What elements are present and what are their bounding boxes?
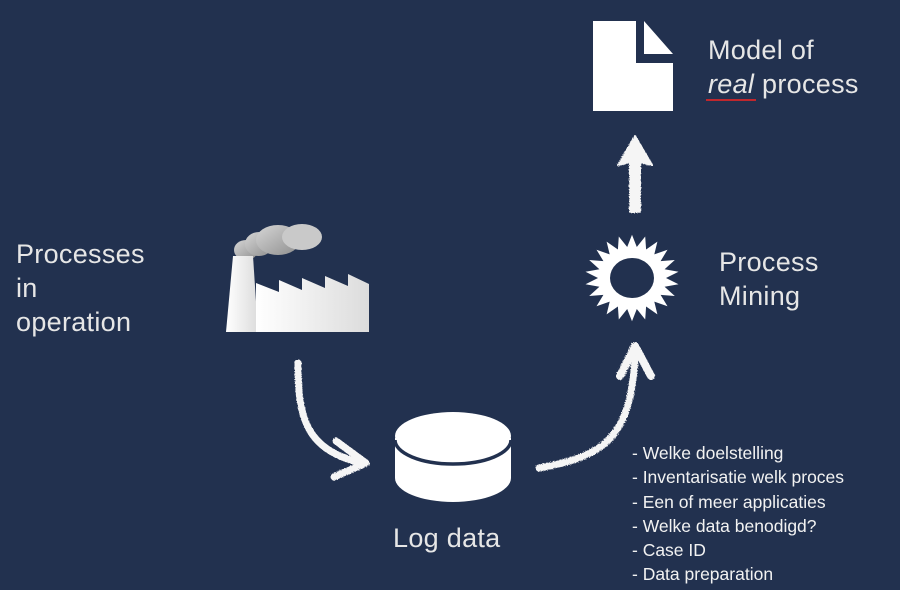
processes-label-line: operation: [16, 307, 132, 337]
database-icon: [393, 412, 513, 502]
model-label-line2: real process: [708, 67, 859, 101]
processes-label-line: in: [16, 273, 38, 303]
model-label-rest: process: [754, 69, 859, 99]
processes-label: Processes in operation: [16, 237, 145, 339]
factory-building: [256, 274, 369, 332]
arrow-up-icon: [617, 135, 653, 213]
gear-sun-icon: [585, 234, 679, 322]
process-mining-label-line: Mining: [719, 281, 801, 311]
list-item: - Welke doelstelling: [632, 443, 784, 463]
process-mining-label-line: Process: [719, 247, 819, 277]
model-label: Model of real process: [708, 33, 859, 101]
list-item: - Inventarisatie welk proces: [632, 467, 845, 488]
list-item: - Welke data benodigd?: [632, 515, 817, 536]
list-item: - Een of meer applicaties: [632, 491, 826, 512]
factory-icon: [226, 224, 369, 332]
real-emphasis: real: [708, 69, 755, 99]
model-label-line1: Model of: [708, 35, 814, 65]
document-icon: [593, 21, 673, 111]
processes-label-line: Processes: [16, 239, 145, 269]
log-data-label: Log data: [393, 523, 501, 553]
curved-arrow-down-right-icon: [294, 359, 370, 481]
steps-list: - Welke doelstelling - Inventarisatie we…: [632, 441, 844, 587]
chimney: [226, 256, 258, 332]
list-item: - Case ID: [632, 540, 706, 561]
process-mining-label: Process Mining: [719, 245, 819, 313]
smoke: [234, 224, 322, 260]
list-item: - Data preparation: [632, 564, 774, 585]
curved-arrow-up-icon: [535, 342, 655, 472]
